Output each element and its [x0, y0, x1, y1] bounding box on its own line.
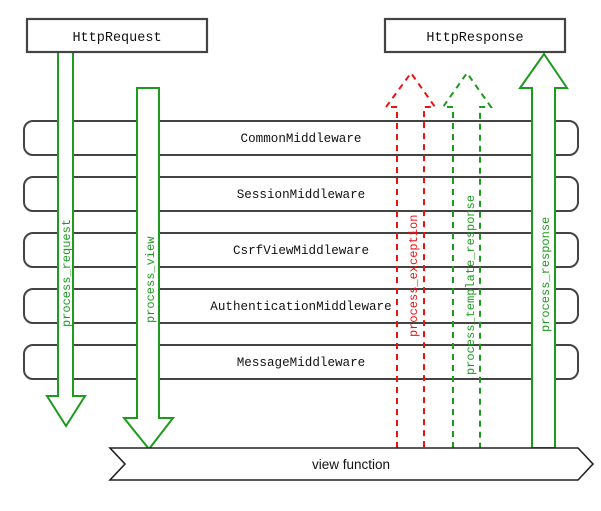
process-response-label: process_response: [539, 217, 553, 332]
process-template-response-label: process_template_response: [464, 195, 478, 375]
process-request-label: process_request: [60, 219, 74, 327]
middleware-row-label: AuthenticationMiddleware: [210, 300, 391, 314]
http-response-box: [383, 17, 567, 54]
http-request-node[interactable]: HttpRequest: [25, 17, 209, 54]
middleware-row[interactable]: SessionMiddleware: [23, 176, 579, 212]
http-response-node[interactable]: HttpResponse: [383, 17, 567, 54]
http-request-label: HttpRequest: [72, 31, 161, 46]
middleware-row[interactable]: MessageMiddleware: [23, 344, 579, 380]
flow-process-response[interactable]: process_response: [518, 52, 569, 449]
view-function-shape: [108, 447, 595, 481]
flow-process-view[interactable]: process_view: [121, 87, 176, 451]
process-response-arrow: [518, 52, 569, 449]
middleware-row-label: CsrfViewMiddleware: [233, 244, 369, 258]
middleware-row-shape: [23, 288, 579, 324]
middleware-stack: CommonMiddleware SessionMiddleware CsrfV…: [23, 120, 579, 380]
http-response-label: HttpResponse: [426, 31, 523, 46]
middleware-row-shape: [23, 232, 579, 268]
middleware-row[interactable]: CsrfViewMiddleware: [23, 232, 579, 268]
middleware-row-label: MessageMiddleware: [237, 356, 365, 370]
flow-process-request[interactable]: process_request: [45, 51, 87, 428]
flow-process-exception[interactable]: process_exception: [384, 71, 437, 448]
middleware-row-shape: [23, 120, 579, 156]
http-request-box: [25, 17, 209, 54]
process-view-arrow: [121, 87, 176, 451]
middleware-row[interactable]: AuthenticationMiddleware: [23, 288, 579, 324]
middleware-row[interactable]: CommonMiddleware: [23, 120, 579, 156]
process-exception-arrow: [384, 71, 437, 448]
flow-process-template-response[interactable]: process_template_response: [441, 71, 493, 448]
process-template-response-arrow: [441, 71, 493, 448]
middleware-row-label: SessionMiddleware: [237, 188, 365, 202]
middleware-row-shape: [23, 344, 579, 380]
view-function-node[interactable]: view function: [108, 447, 595, 481]
process-exception-label: process_exception: [407, 215, 421, 337]
middleware-row-shape: [23, 176, 579, 212]
process-request-arrow: [45, 51, 87, 428]
middleware-row-label: CommonMiddleware: [241, 132, 362, 146]
process-view-label: process_view: [144, 236, 158, 323]
view-function-label: view function: [312, 457, 390, 472]
